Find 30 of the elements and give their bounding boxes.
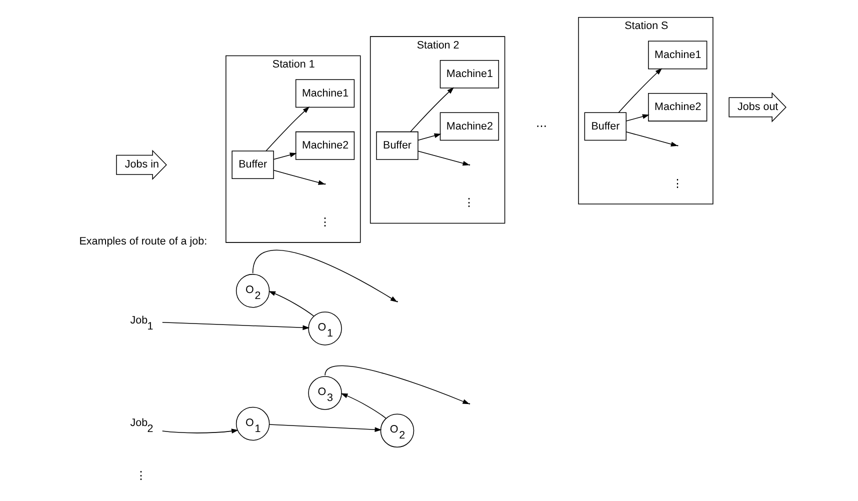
- arrow: [410, 87, 454, 132]
- arrow: [417, 150, 470, 166]
- label: Examples of route of a job:: [78, 236, 207, 248]
- node-box: Buffer: [231, 150, 274, 180]
- node-box: Machine2: [439, 112, 499, 141]
- node-box: Machine1: [439, 60, 499, 88]
- arrow: [272, 152, 296, 160]
- arrow: [252, 250, 397, 302]
- arrow: [340, 393, 386, 419]
- arrow: [417, 133, 441, 141]
- node-box: Machine2: [294, 131, 354, 160]
- node-box: Buffer: [376, 131, 418, 160]
- label: ⋮: [671, 178, 682, 190]
- arrow: [162, 322, 310, 330]
- node-box: Machine1: [294, 79, 354, 108]
- node-box: Buffer: [584, 112, 626, 141]
- node-box: Machine2: [648, 93, 707, 122]
- arrow: [324, 365, 470, 404]
- label: ⋮: [463, 197, 474, 210]
- arrow: [268, 291, 314, 316]
- arrow: [265, 106, 310, 152]
- node-box: Machine1: [648, 40, 707, 70]
- arrow: [161, 428, 238, 434]
- label: ⋮: [318, 216, 330, 228]
- arrow: [268, 424, 382, 432]
- label: ⋮: [135, 470, 146, 482]
- arrow: [618, 68, 662, 113]
- arrow: [625, 132, 678, 146]
- label: ⋯: [535, 120, 546, 132]
- arrow: [625, 114, 649, 122]
